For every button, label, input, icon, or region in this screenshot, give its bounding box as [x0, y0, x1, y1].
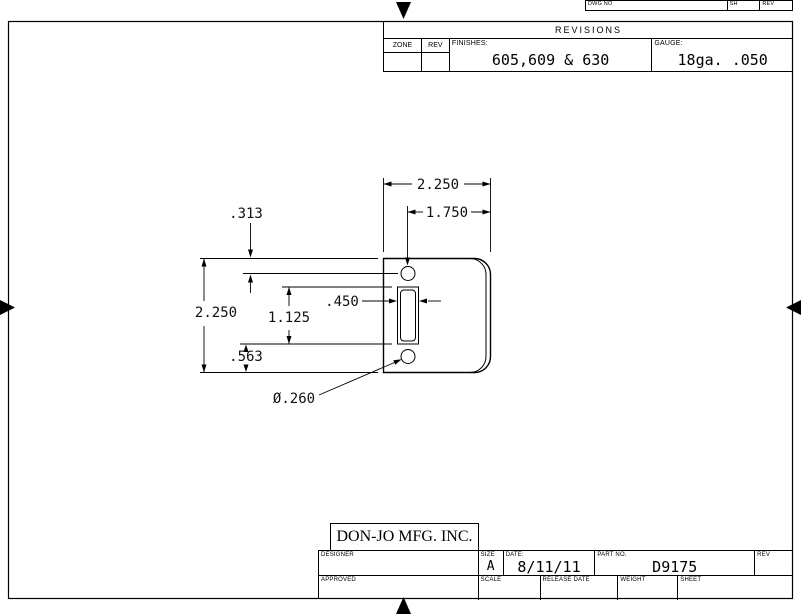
size-label: SIZE [480, 552, 495, 558]
arrowhead [243, 344, 249, 352]
zone-label: ZONE [384, 39, 421, 53]
finishes-label: FINISHES: [451, 40, 488, 47]
dim-hole-diameter: Ø.260 [273, 359, 402, 407]
revisions-row: ZONE REV FINISHES: 605,609 & 630 GAUGE: … [384, 39, 793, 72]
title-block: DESIGNER SIZE A DATE: 8/11/11 PART NO. D… [318, 550, 793, 600]
lip-bend-line [469, 258, 487, 373]
finishes-value: 605,609 & 630 [491, 50, 610, 69]
part-outline [382, 257, 492, 374]
dim-text-overall-height: 2.250 [195, 305, 237, 321]
arrowhead [482, 209, 491, 215]
latch-slot-outer [397, 286, 419, 345]
size-value: A [486, 558, 495, 574]
dwg-no-cell: DWG NO [586, 1, 728, 10]
leader-line [318, 362, 395, 396]
arrowhead [201, 364, 207, 373]
rev-col-label: REV [421, 39, 449, 53]
dim-top-edge-to-hole: .313 [229, 206, 398, 293]
size-cell: SIZE A [479, 551, 504, 575]
approved-label: APPROVED [321, 577, 356, 583]
dim-slot-width: .450 [325, 294, 441, 310]
dim-overall-height: 2.250 [195, 258, 378, 373]
center-mark-bottom-icon [396, 597, 411, 614]
revisions-block: REVISIONS ZONE REV FINISHES: 605,609 & 6… [383, 21, 793, 72]
rev-col-cell: REV [421, 39, 450, 72]
dim-text-slot-width: .450 [325, 294, 359, 310]
bottom-screw-hole [400, 349, 416, 364]
dim-slot-height: 1.125 [240, 286, 392, 345]
sheet-header-strip: DWG NO SH REV [585, 0, 793, 11]
sh-label: SH [729, 1, 738, 7]
dim-text-slot-to-bottom: .563 [229, 349, 263, 365]
designer-label: DESIGNER [321, 552, 354, 558]
date-label: DATE: [505, 552, 524, 558]
rev-cell: REV [760, 1, 792, 10]
dim-slot-to-bottom: .563 [229, 344, 263, 372]
dim-text-top-edge-to-hole: .313 [229, 206, 263, 222]
sh-cell: SH [728, 1, 761, 10]
designer-cell: DESIGNER [319, 551, 479, 575]
arrowhead [405, 257, 410, 266]
arrowhead [286, 287, 292, 295]
weight-label: WEIGHT [620, 577, 646, 583]
dim-text-slot-height: 1.125 [268, 310, 310, 326]
title-block-row-2: APPROVED SCALE RELEASE DATE WEIGHT SHEET [319, 576, 793, 600]
dim-text-hole-to-edge: 1.750 [426, 205, 468, 221]
center-mark-right-icon [786, 300, 801, 315]
arrowhead [482, 181, 491, 187]
gauge-cell: GAUGE: 18ga. .050 [652, 39, 793, 72]
dim-overall-width: 2.250 [383, 177, 491, 252]
company-name-box: DON-JO MFG. INC. [330, 523, 479, 551]
part-no-value: D9175 [652, 558, 698, 576]
arrowhead [393, 359, 402, 365]
top-screw-hole [400, 266, 416, 281]
arrowhead [248, 274, 253, 283]
company-name: DON-JO MFG. INC. [336, 528, 473, 545]
latch-slot-inner [400, 289, 416, 342]
revisions-title: REVISIONS [384, 21, 793, 39]
rev-label: REV [762, 1, 775, 7]
scale-cell: SCALE [479, 576, 541, 600]
rev-title-cell: REV [755, 551, 793, 575]
zone-cell: ZONE [384, 39, 422, 72]
dim-text-overall-width: 2.250 [417, 177, 459, 193]
part-view [382, 257, 492, 374]
part-no-label: PART NO. [597, 552, 627, 558]
date-cell: DATE: 8/11/11 [504, 551, 596, 576]
arrowhead [383, 181, 392, 187]
sheet-cell: SHEET [678, 576, 793, 600]
part-no-cell: PART NO. D9175 [595, 551, 756, 576]
gauge-label: GAUGE: [654, 40, 683, 47]
sheet-label: SHEET [680, 577, 702, 583]
finishes-cell: FINISHES: 605,609 & 630 [450, 39, 653, 72]
release-date-label: RELEASE DATE [542, 577, 590, 583]
dim-text-hole-diameter: Ø.260 [273, 391, 315, 407]
weight-cell: WEIGHT [618, 576, 679, 600]
rev-title-label: REV [757, 552, 771, 558]
dwg-no-label: DWG NO [588, 1, 613, 7]
release-date-cell: RELEASE DATE [541, 576, 619, 600]
arrowhead [248, 249, 253, 258]
arrowhead [419, 298, 427, 304]
arrowhead [407, 209, 416, 215]
arrowhead [243, 364, 249, 372]
title-block-row-1: DESIGNER SIZE A DATE: 8/11/11 PART NO. D… [319, 551, 793, 576]
arrowhead [201, 258, 207, 267]
date-value: 8/11/11 [517, 558, 581, 576]
center-mark-left-icon [0, 300, 15, 315]
approved-cell: APPROVED [319, 576, 479, 600]
arrowhead [389, 298, 397, 304]
gauge-value: 18ga. .050 [677, 50, 768, 69]
scale-label: SCALE [480, 577, 502, 583]
center-mark-top-icon [396, 2, 411, 19]
dim-hole-to-edge: 1.750 [405, 205, 491, 266]
arrowhead [286, 336, 292, 344]
